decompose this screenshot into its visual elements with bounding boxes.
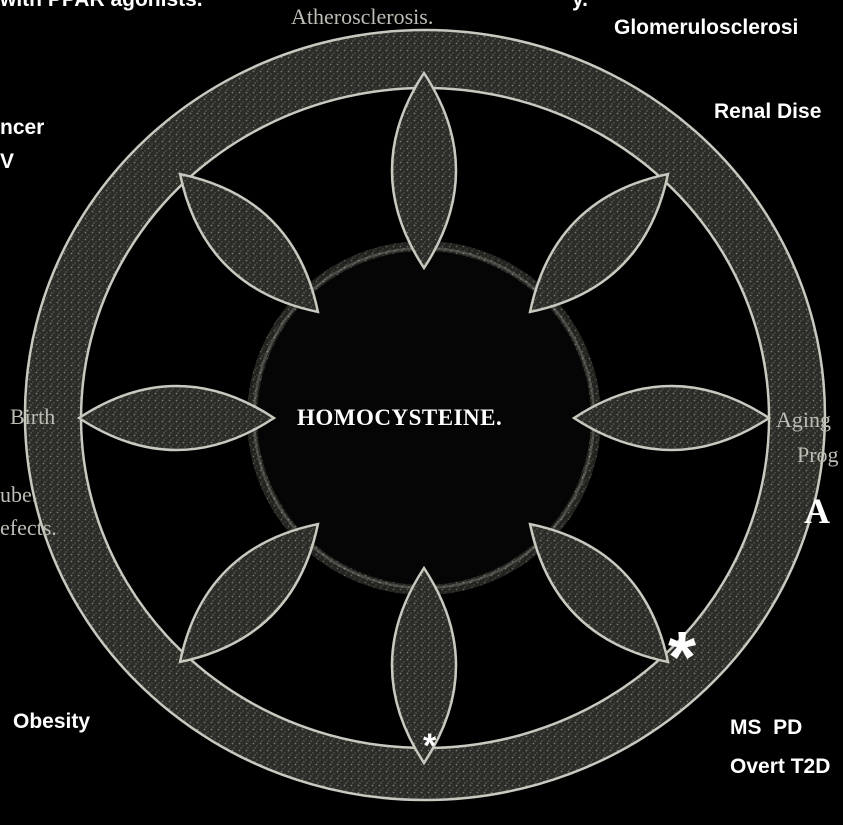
label-cancer-sub: V [0,150,14,174]
label-cancer: ncer [0,116,44,140]
spoke-8 [180,174,318,312]
small-asterisk-marker: * [423,729,436,763]
label-birth: Birth [10,404,55,430]
label-renal-disease: Renal Dise [714,100,821,124]
spoke-2 [530,174,668,312]
label-ppar-agonists: with PPAR agonists. [0,0,203,12]
spoke-3 [574,386,769,450]
spoke-1 [392,73,456,268]
label-defects: efects. [0,515,57,541]
spoke-4 [530,524,668,662]
label-obesity: Obesity [13,710,90,734]
label-glomerulosclerosis: Glomerulosclerosi [614,16,798,40]
spoke-6 [180,524,318,662]
label-tube: ube. [0,482,37,508]
label-top-right-partial: y. [572,0,588,12]
label-atherosclerosis: Atherosclerosis. [291,4,433,30]
label-prog: Prog [797,442,839,468]
label-right-partial: A [804,490,830,532]
spoke-7 [79,386,274,450]
label-overt-t2d: Overt T2D [730,755,830,779]
label-aging: Aging [776,407,831,433]
center-title: HOMOCYSTEINE. [297,405,502,431]
large-asterisk-marker: * [668,622,696,694]
label-ms-pd: MS PD [730,716,802,740]
